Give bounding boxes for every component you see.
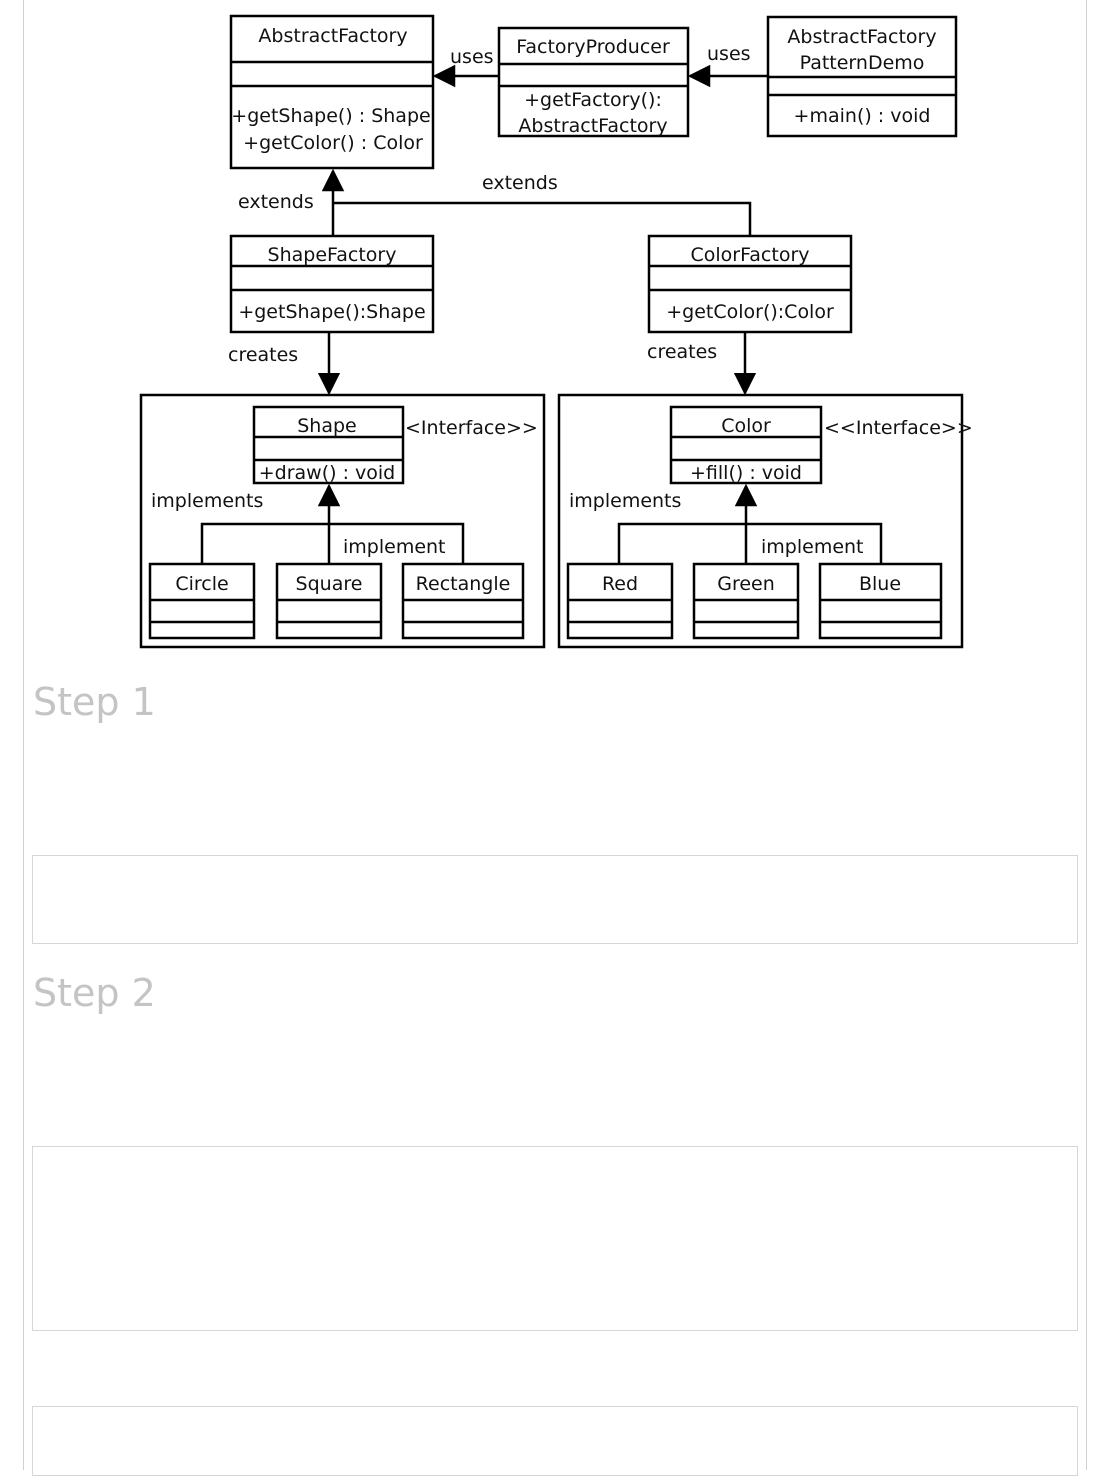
color-factory-name: ColorFactory — [690, 244, 809, 266]
step-heading: Step 1 — [33, 680, 156, 724]
factory-producer-name: FactoryProducer — [516, 36, 670, 58]
red-name: Red — [602, 573, 638, 595]
abstract-factory-pattern-demo-class — [766, 15, 958, 138]
rectangle-name: Rectangle — [416, 573, 511, 595]
abstract-factory-method: +getColor() : Color — [243, 132, 423, 154]
shape-interface-class — [252, 405, 405, 485]
code-block — [32, 855, 1078, 944]
uses-label: uses — [707, 43, 751, 65]
code-block — [32, 1146, 1078, 1331]
creates-label: creates — [647, 341, 717, 363]
shape-package-box — [139, 393, 546, 649]
color-interface-name: Color — [721, 415, 771, 437]
implements-connector-shapes — [200, 522, 465, 564]
implement-label: implement — [343, 536, 446, 558]
color-stereotype: <<Interface>> — [824, 417, 973, 439]
color-factory-method: +getColor():Color — [666, 301, 834, 323]
demo-method: +main() : void — [794, 105, 931, 127]
shape-interface-method: +draw() : void — [259, 462, 396, 484]
page-frame — [23, 0, 1087, 1470]
abstract-factory-method: +getShape() : Shape — [231, 105, 430, 127]
implements-connector-colors — [617, 522, 883, 564]
shape-interface-name: Shape — [297, 415, 357, 437]
color-interface-method: +fill() : void — [690, 462, 802, 484]
extends-connector — [333, 201, 752, 236]
uses-label: uses — [450, 46, 494, 68]
rectangle-class — [401, 562, 525, 640]
extends-label: extends — [238, 191, 314, 213]
factory-producer-method: +getFactory(): — [524, 89, 662, 111]
color-interface-class — [669, 405, 823, 485]
creates-label: creates — [228, 344, 298, 366]
implement-label: implement — [761, 536, 864, 558]
shape-stereotype: <Interface>> — [405, 417, 538, 439]
uml-class-diagram: AbstractFactory +getShape() : Shape +get… — [139, 14, 973, 649]
extends-label: extends — [482, 172, 558, 194]
implements-label: implements — [151, 490, 263, 512]
code-block — [32, 1406, 1078, 1476]
demo-name: PatternDemo — [800, 52, 925, 74]
abstract-factory-class — [229, 14, 435, 170]
green-name: Green — [717, 573, 775, 595]
shape-factory-name: ShapeFactory — [268, 244, 397, 266]
blue-class — [818, 562, 943, 640]
factory-producer-method: AbstractFactory — [518, 115, 667, 137]
circle-name: Circle — [175, 573, 228, 595]
implements-label: implements — [569, 490, 681, 512]
step-heading: Step 2 — [33, 971, 156, 1015]
color-package-box — [557, 393, 964, 649]
blue-name: Blue — [859, 573, 901, 595]
shape-factory-method: +getShape():Shape — [238, 301, 425, 323]
demo-name: AbstractFactory — [787, 26, 936, 48]
abstract-factory-name: AbstractFactory — [258, 25, 407, 47]
square-name: Square — [296, 573, 363, 595]
